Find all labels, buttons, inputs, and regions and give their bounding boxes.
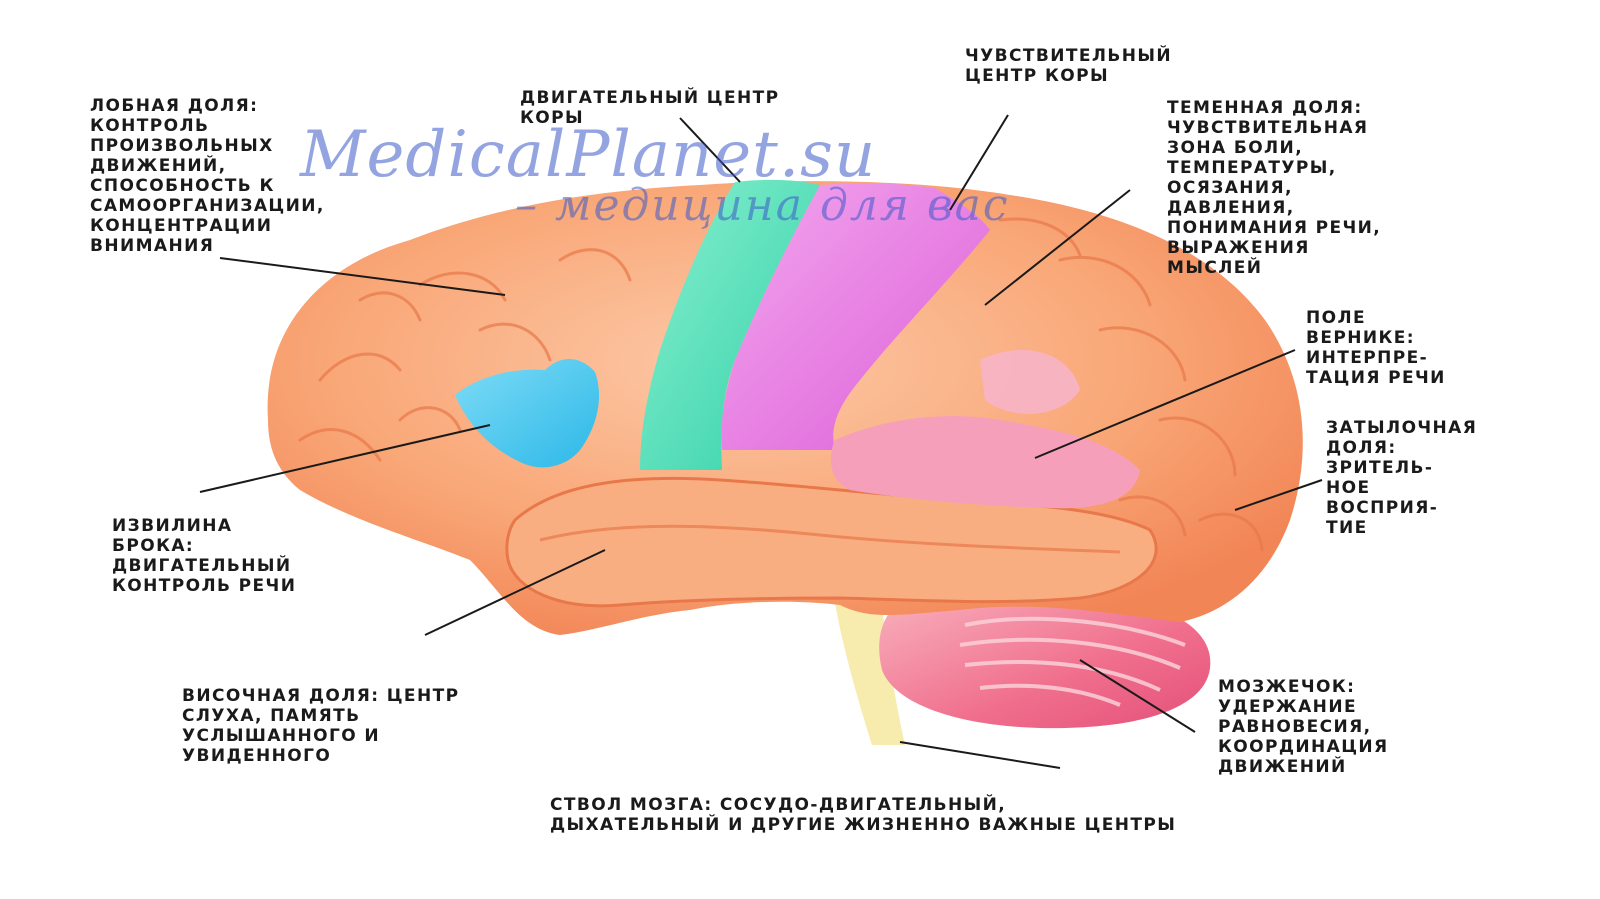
leader-line-frontal — [219, 257, 506, 296]
leader-line-occipital — [1234, 479, 1323, 511]
sensory-cortex — [721, 183, 990, 450]
brainstem — [832, 585, 905, 745]
leader-line-motor — [679, 117, 741, 183]
leader-line-wernicke — [1034, 349, 1296, 459]
cerebellum — [879, 588, 1211, 729]
leader-line-temporal — [424, 549, 606, 636]
motor-cortex — [640, 179, 820, 470]
leader-line-broca — [199, 424, 491, 493]
cerebellum-folds — [959, 616, 1186, 707]
leader-lines — [199, 114, 1323, 769]
broca-area — [455, 358, 600, 468]
label-brainstem: СТВОЛ МОЗГА: СОСУДО-ДВИГАТЕЛЬНЫЙ,ДЫХАТЕЛ… — [550, 795, 1177, 835]
temporal-lobe — [505, 476, 1158, 608]
watermark-site: MedicalPlanet.su — [300, 118, 877, 192]
leader-line-brainstem — [899, 741, 1061, 769]
wernicke-area — [830, 416, 1140, 509]
leader-line-sensory — [949, 114, 1009, 211]
watermark-tagline: – медицина для вас — [515, 180, 1010, 231]
leader-line-cerebellum — [1079, 659, 1196, 733]
leader-line-parietal — [984, 189, 1131, 306]
